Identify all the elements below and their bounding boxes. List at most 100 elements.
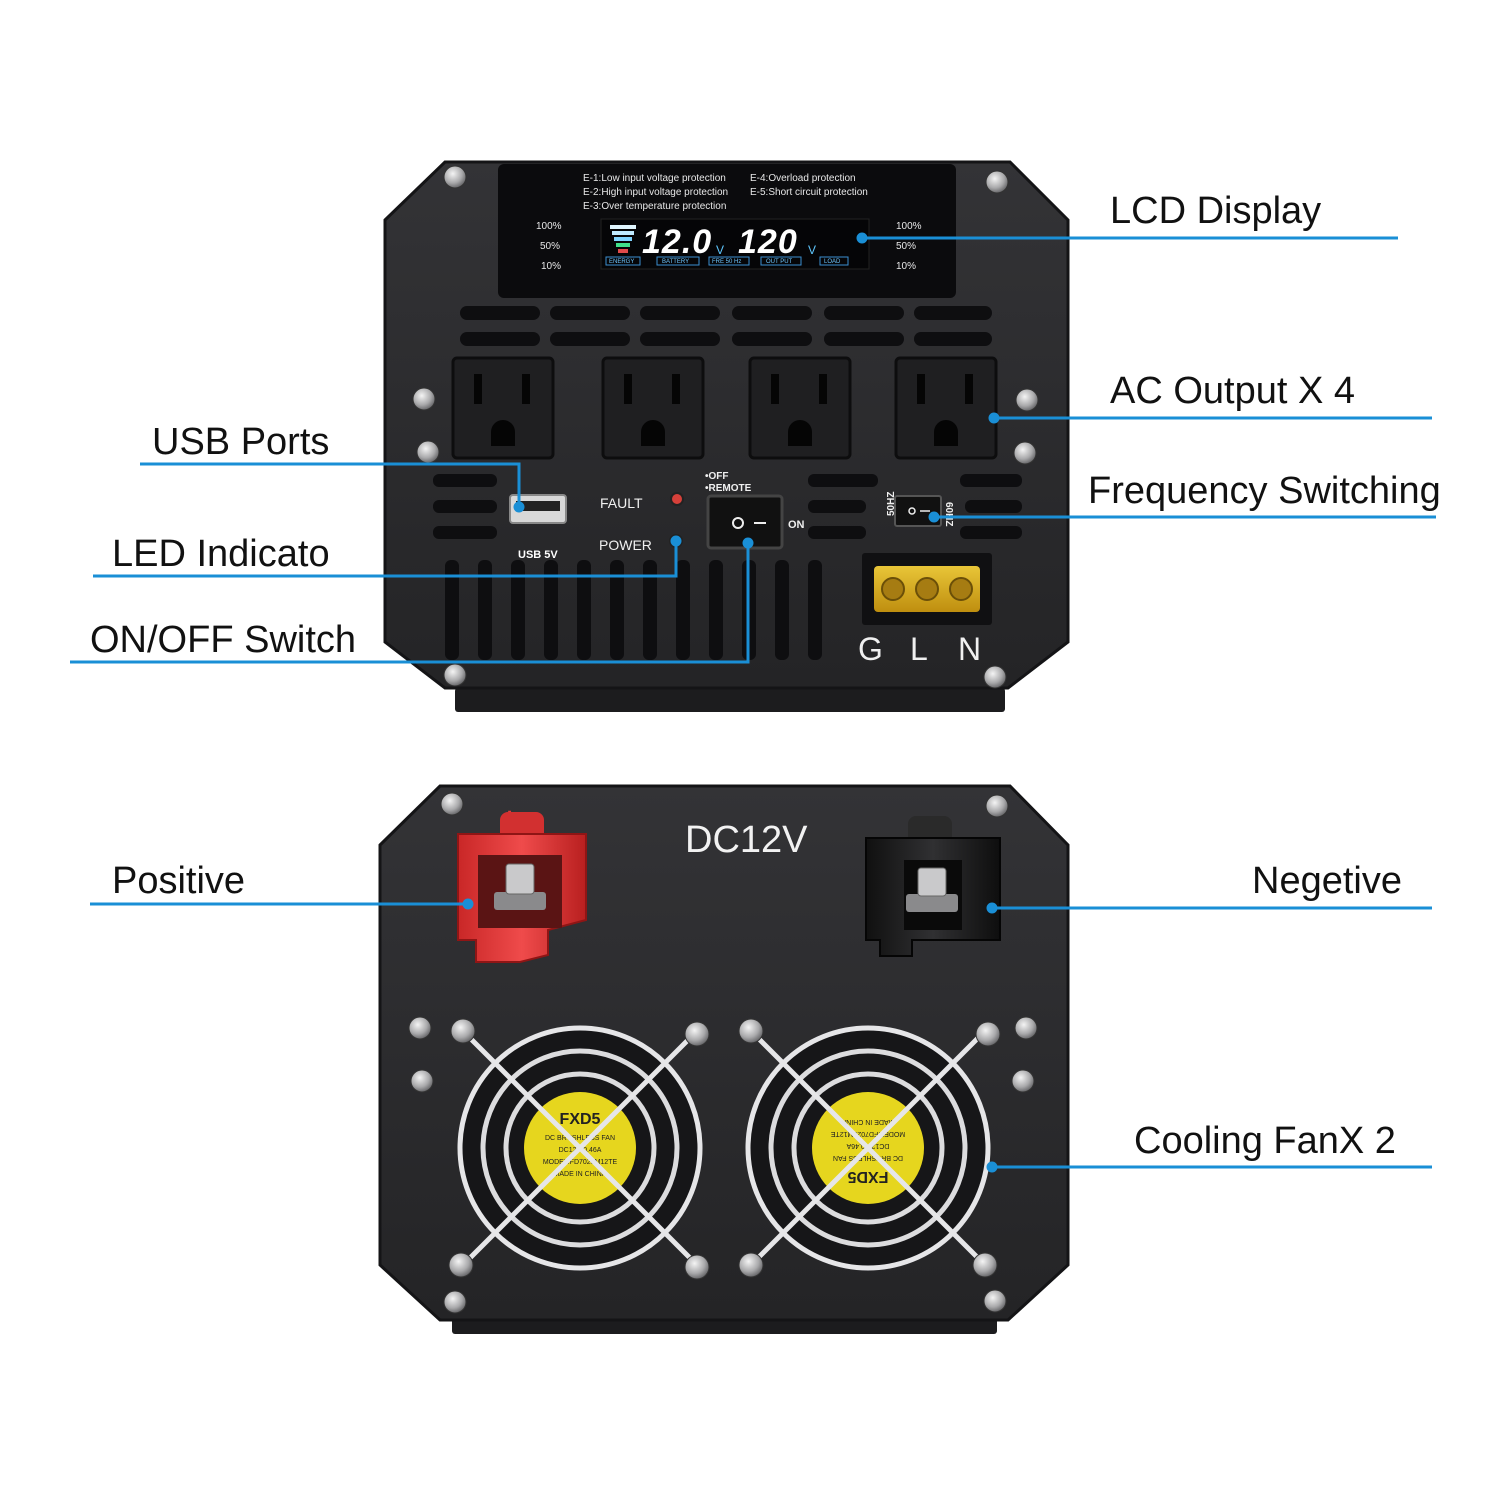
fan-sticker-line3: MODEL:FD7025M12TE	[543, 1159, 618, 1166]
terminal-n-label: N	[958, 631, 981, 667]
cooling-fan-left: FXD5 DC BRUSHLESS FAN DC12V 0.46A MODEL:…	[448, 1018, 710, 1280]
scale-left-100: 100%	[536, 221, 562, 232]
screw-icon	[1015, 388, 1039, 412]
side-vent-slots	[433, 474, 1022, 539]
leader-cooling-fan	[986, 1161, 1432, 1173]
fan-sticker-line4: MADE IN CHINA	[841, 1118, 894, 1125]
lcd-tag-frequency: FRE 50 Hz	[712, 259, 741, 265]
screw-icon	[416, 440, 440, 464]
scale-left: 100% 50% 10%	[536, 221, 562, 272]
terminal-g-label: G	[858, 631, 883, 667]
freq-60hz-label: 60HZ	[943, 502, 954, 526]
lcd-tag-load: LOAD	[824, 259, 841, 265]
screw-icon	[738, 1252, 764, 1278]
switch-on-label: ON	[788, 519, 805, 531]
front-screws	[412, 165, 1039, 689]
lcd-tag-energy: ENERGY	[609, 259, 634, 265]
terminal-l-label: L	[910, 631, 928, 667]
usb-port[interactable]	[509, 494, 567, 524]
screw-icon	[408, 1016, 432, 1040]
leader-frequency-switching	[928, 511, 1436, 523]
scale-right-10: 10%	[896, 261, 916, 272]
leader-led-indicator	[93, 535, 682, 578]
power-switch[interactable]	[706, 494, 784, 550]
callout-on-off-switch: ON/OFF Switch	[90, 619, 357, 661]
error-code-e1: E-1:Low input voltage protection	[583, 173, 726, 184]
screw-icon	[1011, 1069, 1035, 1093]
error-code-e4: E-4:Overload protection	[750, 173, 856, 184]
callout-led-indicator: LED Indicato	[112, 533, 330, 575]
dc-voltage-label: DC12V	[685, 819, 808, 861]
battery-bars-icon	[610, 225, 636, 253]
negative-terminal[interactable]	[865, 816, 1001, 957]
lcd-screen	[600, 218, 870, 270]
scale-left-10: 10%	[541, 261, 561, 272]
lcd-tag-output: OUT PUT	[766, 259, 793, 265]
ac-outlet-1[interactable]	[451, 356, 555, 460]
screw-icon	[985, 170, 1009, 194]
ac-outlet-4[interactable]	[894, 356, 998, 460]
callout-cooling-fan: Cooling FanX 2	[1134, 1120, 1396, 1162]
screw-icon	[448, 1252, 474, 1278]
callout-usb-ports: USB Ports	[152, 421, 330, 463]
error-code-e3: E-3:Over temperature protection	[583, 201, 726, 212]
cooling-fan-right: FXD5 DC BRUSHLESS FAN DC12V 0.46A MODEL:…	[738, 1018, 1001, 1278]
screw-icon	[443, 1290, 467, 1314]
ac-outlet-2[interactable]	[601, 356, 705, 460]
lcd-tag-row: ENERGY BATTERY FRE 50 Hz OUT PUT LOAD	[605, 256, 849, 266]
lcd-input-unit: V	[716, 243, 724, 257]
lcd-output-unit: V	[808, 243, 816, 257]
ac-terminal-block[interactable]	[862, 553, 992, 625]
screw-icon	[983, 1289, 1007, 1313]
screw-icon	[684, 1021, 710, 1047]
callout-frequency-switching: Frequency Switching	[1088, 470, 1441, 512]
ac-outlet-3[interactable]	[748, 356, 852, 460]
leader-negative	[986, 902, 1432, 914]
error-code-list-left: E-1:Low input voltage protection E-2:Hig…	[583, 173, 728, 212]
screw-icon	[412, 387, 436, 411]
positive-terminal[interactable]	[457, 812, 587, 963]
leader-positive	[90, 898, 474, 910]
screw-icon	[684, 1254, 710, 1280]
callout-ac-output: AC Output X 4	[1110, 370, 1356, 412]
error-code-list-right: E-4:Overload protection E-5:Short circui…	[750, 173, 868, 198]
front-panel: E-1:Low input voltage protection E-2:Hig…	[383, 160, 1070, 712]
scale-right-50: 50%	[896, 241, 916, 252]
leader-on-off-switch	[70, 537, 754, 664]
leader-lcd-display	[856, 232, 1398, 244]
callout-lcd-display: LCD Display	[1110, 190, 1322, 232]
scale-right: 100% 50% 10%	[896, 221, 922, 272]
screw-icon	[985, 794, 1009, 818]
screw-icon	[443, 663, 467, 687]
error-code-e2: E-2:High input voltage protection	[583, 187, 728, 198]
screw-icon	[1014, 1016, 1038, 1040]
screw-icon	[975, 1021, 1001, 1047]
screw-icon	[443, 165, 467, 189]
screw-icon	[1013, 441, 1037, 465]
upper-vent-slots	[460, 306, 992, 346]
lower-grille-slots	[445, 560, 822, 660]
callout-negative: Negetive	[1252, 860, 1402, 902]
freq-50hz-label: 50HZ	[886, 492, 897, 516]
usb-label: USB 5V	[518, 549, 558, 561]
lcd-output-voltage: 120	[738, 223, 798, 261]
leader-ac-output	[988, 412, 1432, 424]
screw-icon	[450, 1018, 476, 1044]
rear-panel: DC12V + FXD5 DC BRUSHLESS FAN	[378, 784, 1070, 1334]
leader-usb-ports	[140, 462, 525, 513]
screw-icon	[440, 792, 464, 816]
fault-led	[670, 492, 684, 506]
fan-sticker-line1: DC BRUSHLESS FAN	[833, 1154, 903, 1161]
front-base-rail	[455, 688, 1005, 712]
rear-screws	[408, 792, 1038, 1314]
screw-icon	[983, 665, 1007, 689]
switch-remote-label: •REMOTE	[705, 483, 752, 494]
scale-left-50: 50%	[540, 241, 560, 252]
power-label: POWER	[599, 537, 652, 553]
fault-label: FAULT	[600, 495, 643, 511]
fan-sticker-line4: MADE IN CHINA	[554, 1171, 607, 1178]
scale-right-100: 100%	[896, 221, 922, 232]
fan-sticker-brand: FXD5	[847, 1168, 888, 1185]
